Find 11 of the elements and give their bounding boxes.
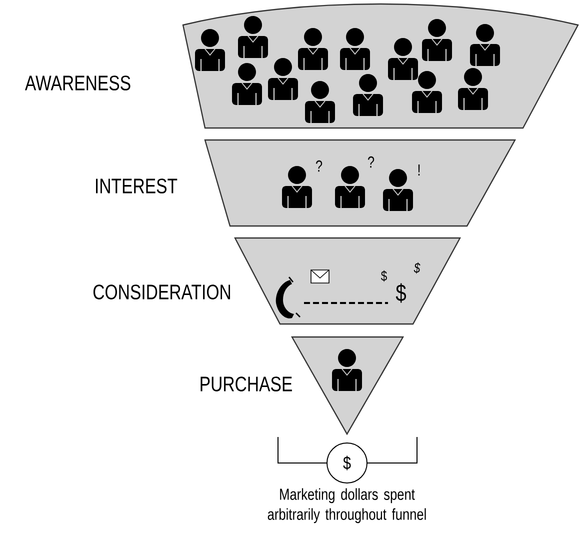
- dollar-sign: $: [396, 283, 406, 303]
- stage-label: CONSIDERATION: [93, 284, 230, 300]
- punctuation-mark: ?: [316, 160, 322, 172]
- stage-label: PURCHASE: [200, 376, 292, 392]
- caption: Marketing dollars spent arbitrarily throughout funnel: [268, 488, 426, 524]
- punctuation-mark: !: [418, 164, 420, 176]
- stage-label: AWARENESS: [24, 76, 130, 90]
- dollar-sign: $: [414, 262, 420, 274]
- stage-label: INTEREST: [96, 178, 178, 194]
- dollar-sign: $: [381, 270, 387, 282]
- punctuation-mark: ?: [368, 156, 374, 168]
